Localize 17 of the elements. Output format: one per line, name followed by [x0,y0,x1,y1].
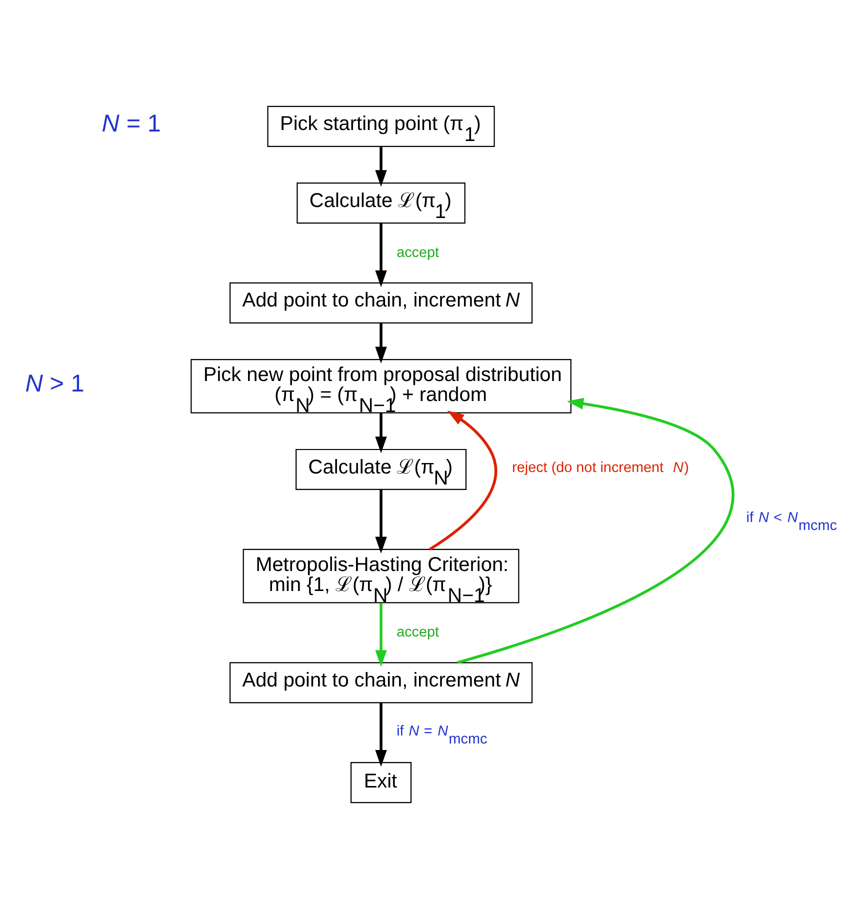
arrow [375,602,387,666]
node-box: Add point to chain, increment N [229,662,533,703]
arrow [375,702,387,766]
node-box: Exit [350,762,412,803]
arrow [375,322,387,363]
arrow [375,412,387,453]
node-box: Add point to chain, increment N [229,282,533,323]
arrow [375,146,387,186]
arrow [375,222,387,287]
edge-label: reject (do not increment N) [512,460,689,476]
edge-label: accept [396,624,440,640]
arrow [375,489,387,553]
label: N > 1 [25,370,84,397]
arrow [457,397,734,664]
edge-label: accept [396,244,440,260]
label: N = 1 [102,110,161,138]
arrow [428,410,498,550]
